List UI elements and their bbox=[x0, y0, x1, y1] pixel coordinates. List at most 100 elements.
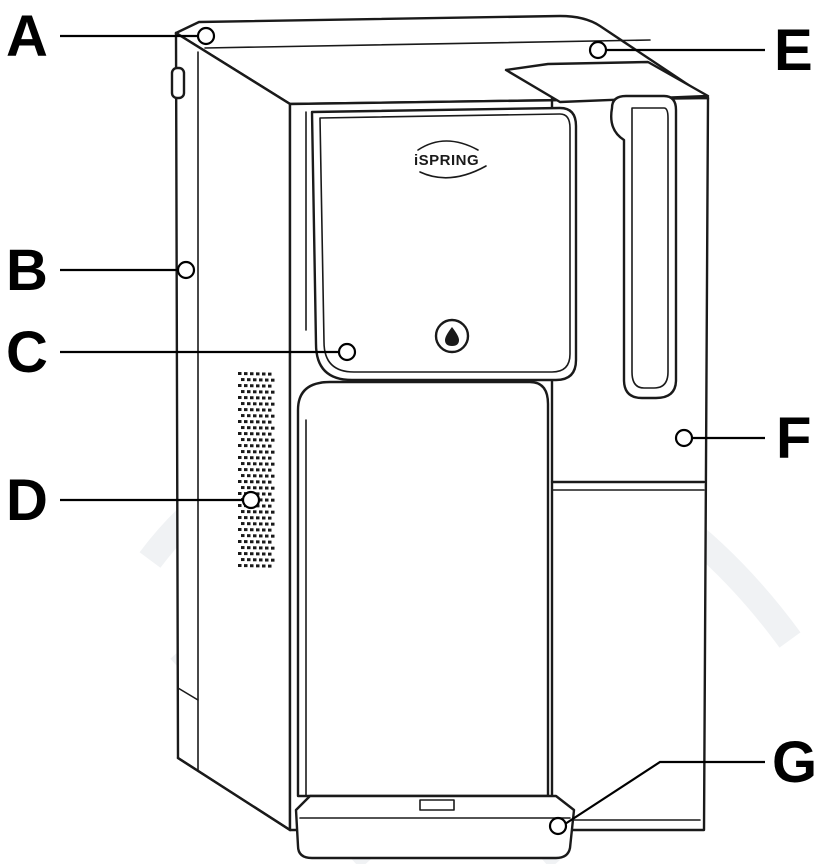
vent-slot bbox=[250, 420, 254, 424]
vent-slot bbox=[268, 408, 272, 412]
vent-slot bbox=[256, 444, 260, 448]
vent-slot bbox=[271, 402, 275, 406]
vent-slot bbox=[247, 426, 251, 430]
vent-slot bbox=[259, 498, 263, 502]
vent-slot bbox=[256, 372, 260, 376]
vent-slot bbox=[256, 468, 260, 472]
vent-slot bbox=[262, 564, 266, 568]
vent-slot bbox=[238, 432, 242, 435]
vent-slot bbox=[238, 444, 242, 447]
vent-slot bbox=[247, 438, 251, 442]
vent-slot bbox=[241, 486, 245, 490]
marker-b bbox=[176, 260, 196, 280]
vent-slot bbox=[259, 534, 263, 538]
vent-slot bbox=[244, 432, 248, 436]
vent-slot bbox=[262, 384, 266, 388]
vent-slot bbox=[259, 438, 263, 442]
vent-slot bbox=[268, 384, 272, 388]
vent-slot bbox=[262, 552, 266, 556]
vent-slot bbox=[268, 552, 272, 556]
vent-slot bbox=[247, 402, 251, 406]
vent-slot bbox=[241, 534, 245, 538]
vent-slot bbox=[262, 516, 266, 520]
vent-slot bbox=[271, 378, 275, 382]
vent-slot bbox=[250, 396, 254, 400]
vent-slot bbox=[241, 378, 245, 382]
vent-slot bbox=[244, 396, 248, 400]
vent-slot bbox=[253, 546, 257, 550]
vent-slot bbox=[265, 474, 269, 478]
vent-slot bbox=[247, 390, 251, 394]
vent-slot bbox=[250, 564, 254, 568]
vent-slot bbox=[265, 414, 269, 418]
vent-slot bbox=[262, 372, 266, 376]
vent-slot bbox=[271, 450, 275, 454]
vent-slot bbox=[250, 552, 254, 556]
vent-slot bbox=[250, 528, 254, 532]
vent-slot bbox=[238, 468, 242, 471]
vent-slot bbox=[244, 516, 248, 520]
vent-slot bbox=[259, 402, 263, 406]
vent-slot bbox=[259, 378, 263, 382]
brand-name: iSPRING bbox=[414, 152, 479, 169]
vent-slot bbox=[253, 510, 257, 514]
vent-slot bbox=[253, 438, 257, 442]
marker-e bbox=[588, 40, 608, 60]
vent-slot bbox=[247, 414, 251, 418]
vent-slot bbox=[241, 522, 245, 526]
vent-slot bbox=[238, 504, 242, 507]
vent-slot bbox=[265, 522, 269, 526]
vent-slot bbox=[238, 540, 242, 543]
vent-slot bbox=[265, 426, 269, 430]
vent-slot bbox=[262, 504, 266, 508]
vent-slot bbox=[256, 492, 260, 496]
vent-slot bbox=[271, 426, 275, 430]
vent-slot bbox=[244, 384, 248, 388]
vent-slot bbox=[253, 450, 257, 454]
vent-slot bbox=[268, 540, 272, 544]
vent-slot bbox=[244, 528, 248, 532]
vent-slot bbox=[250, 372, 254, 376]
vent-slot bbox=[259, 522, 263, 526]
vent-slot bbox=[250, 408, 254, 412]
vent-slot bbox=[265, 390, 269, 394]
vent-slot bbox=[268, 396, 272, 400]
vent-slot bbox=[256, 516, 260, 520]
vent-slot bbox=[271, 558, 275, 562]
vent-slot bbox=[247, 486, 251, 490]
water-drop-icon bbox=[445, 327, 459, 346]
marker-a bbox=[196, 26, 216, 46]
vent-slot bbox=[271, 462, 275, 466]
vent-slot bbox=[253, 462, 257, 466]
vent-slot bbox=[253, 474, 257, 478]
vent-slot bbox=[244, 444, 248, 448]
vent-slot bbox=[259, 558, 263, 562]
vent-slot bbox=[238, 384, 242, 387]
vent-slot bbox=[253, 402, 257, 406]
vent-slot bbox=[244, 372, 248, 376]
vent-slot bbox=[250, 480, 254, 484]
vent-slot bbox=[250, 384, 254, 388]
marker-g bbox=[548, 816, 568, 836]
vent-slot bbox=[265, 546, 269, 550]
dispense-button bbox=[434, 318, 470, 354]
vent-slot bbox=[262, 408, 266, 412]
vent-slot bbox=[250, 456, 254, 460]
vent-slot bbox=[241, 390, 245, 394]
vent-slot bbox=[265, 534, 269, 538]
vent-slot bbox=[259, 462, 263, 466]
vent-slot bbox=[268, 504, 272, 508]
vent-slot bbox=[241, 558, 245, 562]
vent-slot bbox=[247, 546, 251, 550]
vent-slot bbox=[256, 432, 260, 436]
tank-handle bbox=[610, 94, 678, 400]
vent-slot bbox=[247, 462, 251, 466]
vent-slot bbox=[268, 564, 272, 568]
vent-slot bbox=[262, 492, 266, 496]
vent-slot bbox=[259, 546, 263, 550]
vent-slot bbox=[265, 558, 269, 562]
vent-slot bbox=[259, 426, 263, 430]
vent-slot bbox=[238, 408, 242, 411]
vent-slot bbox=[271, 438, 275, 442]
vent-slot bbox=[241, 438, 245, 442]
